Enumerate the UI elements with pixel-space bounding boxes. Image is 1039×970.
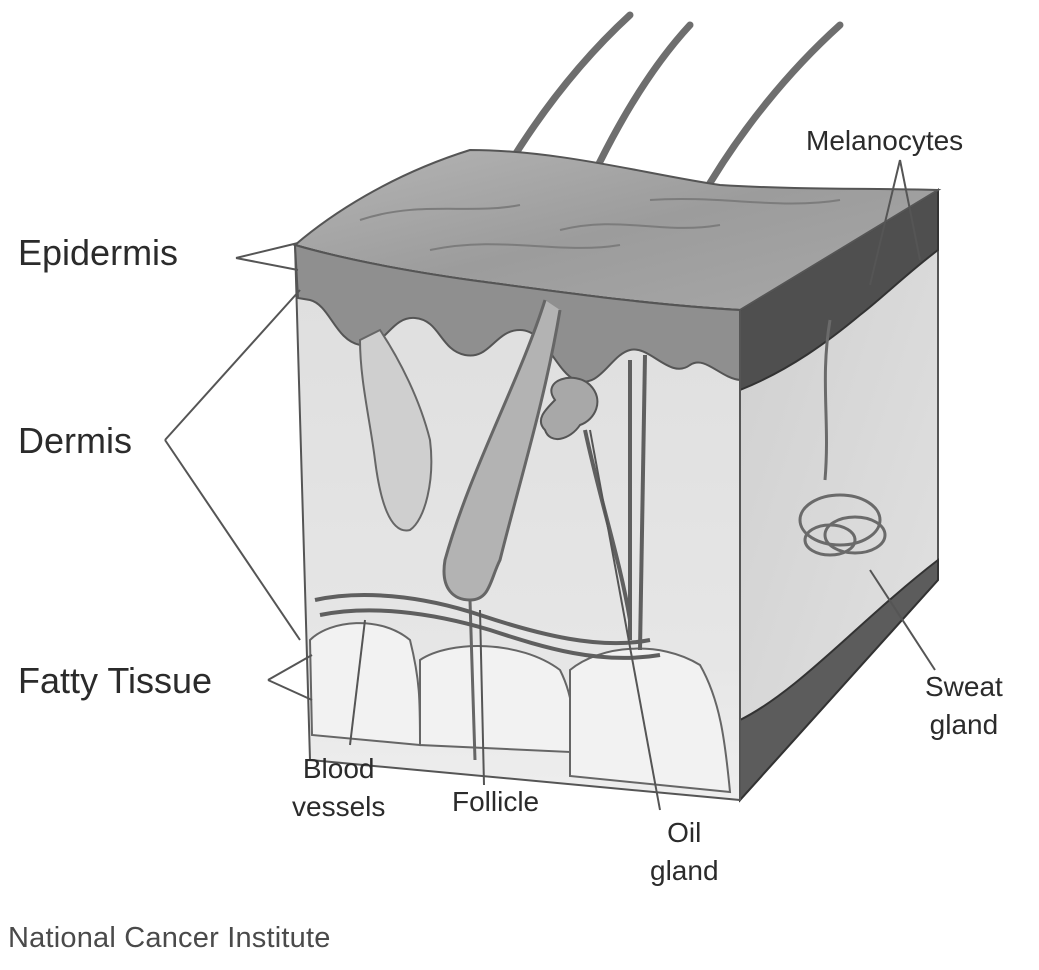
label-blood-vessels: Blood vessels <box>292 750 385 826</box>
dermal-tube <box>358 328 433 532</box>
label-epidermis: Epidermis <box>18 232 179 273</box>
label-oil-gland-line2: gland <box>650 855 719 886</box>
label-sweat-gland: Sweat gland <box>925 668 1003 744</box>
fat-lobules <box>308 622 732 794</box>
side-epidermis <box>739 188 939 392</box>
label-melanocytes: Melanocytes <box>806 125 964 156</box>
label-oil-gland: Oil gland <box>650 814 719 890</box>
leader-lines <box>164 159 936 811</box>
label-blood-vessels-line1: Blood <box>302 753 375 784</box>
label-blood-vessels-line2: vessels <box>292 791 386 822</box>
label-sweat-gland-line2: gland <box>929 709 999 740</box>
front-epidermis <box>293 243 741 383</box>
sweat-gland-structure <box>798 319 887 557</box>
oil-gland-shape <box>539 376 599 440</box>
blood-vessels <box>314 354 661 660</box>
credit-line: National Cancer Institute <box>8 922 331 954</box>
side-fat <box>739 557 939 803</box>
label-follicle: Follicle <box>452 786 540 817</box>
label-sweat-gland-line1: Sweat <box>925 671 1003 702</box>
label-oil-gland-line1: Oil <box>667 817 702 848</box>
label-dermis: Dermis <box>18 420 132 461</box>
label-fatty-tissue: Fatty Tissue <box>18 660 213 701</box>
